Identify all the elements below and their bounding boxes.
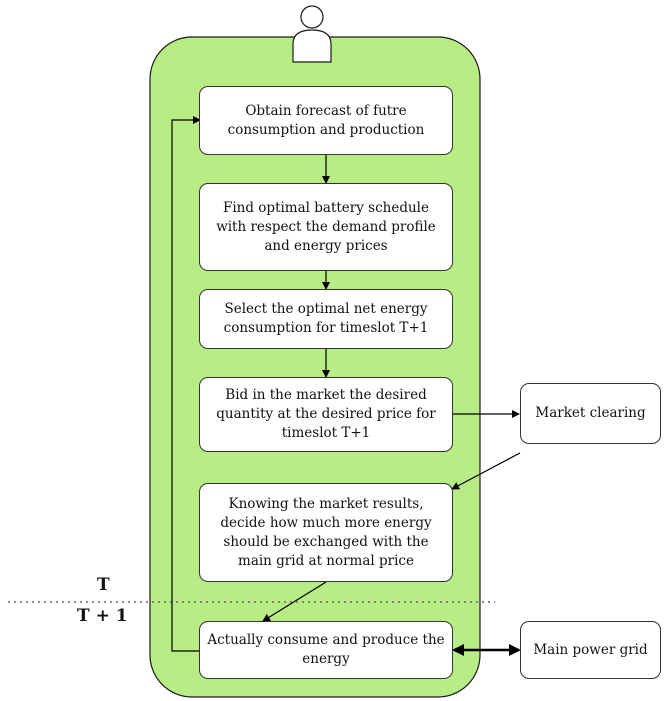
arrow-loop-back — [171, 116, 201, 652]
person-icon — [292, 5, 332, 63]
market-clearing-label: Market clearing — [535, 405, 646, 421]
arrow-market-to-results — [451, 452, 521, 490]
main-power-grid-box: Main power grid — [520, 621, 661, 679]
step-find-battery-schedule: Find optimal battery schedule with respe… — [199, 183, 453, 271]
step-market-results: Knowing the market results, decide how m… — [199, 483, 453, 582]
step-market-results-label: Knowing the market results, decide how m… — [220, 495, 432, 569]
time-label-next: T + 1 — [77, 606, 128, 626]
step-consume-produce: Actually consume and produce the energy — [199, 621, 453, 679]
step-select-net-energy-label: Select the optimal net energy consumptio… — [223, 301, 429, 336]
step-consume-produce-label: Actually consume and produce the energy — [207, 632, 445, 667]
step-select-net-energy: Select the optimal net energy consumptio… — [199, 289, 453, 349]
market-clearing-box: Market clearing — [520, 383, 661, 444]
step-obtain-forecast: Obtain forecast of futre consumption and… — [199, 86, 453, 155]
time-label-current: T — [97, 575, 110, 595]
main-power-grid-label: Main power grid — [533, 641, 648, 658]
step-obtain-forecast-label: Obtain forecast of futre consumption and… — [227, 102, 425, 138]
step-find-battery-schedule-label: Find optimal battery schedule with respe… — [216, 199, 436, 254]
arrow-results-to-consume — [262, 581, 327, 622]
step-bid-market: Bid in the market the desired quantity a… — [199, 377, 453, 452]
step-bid-market-label: Bid in the market the desired quantity a… — [216, 387, 436, 441]
